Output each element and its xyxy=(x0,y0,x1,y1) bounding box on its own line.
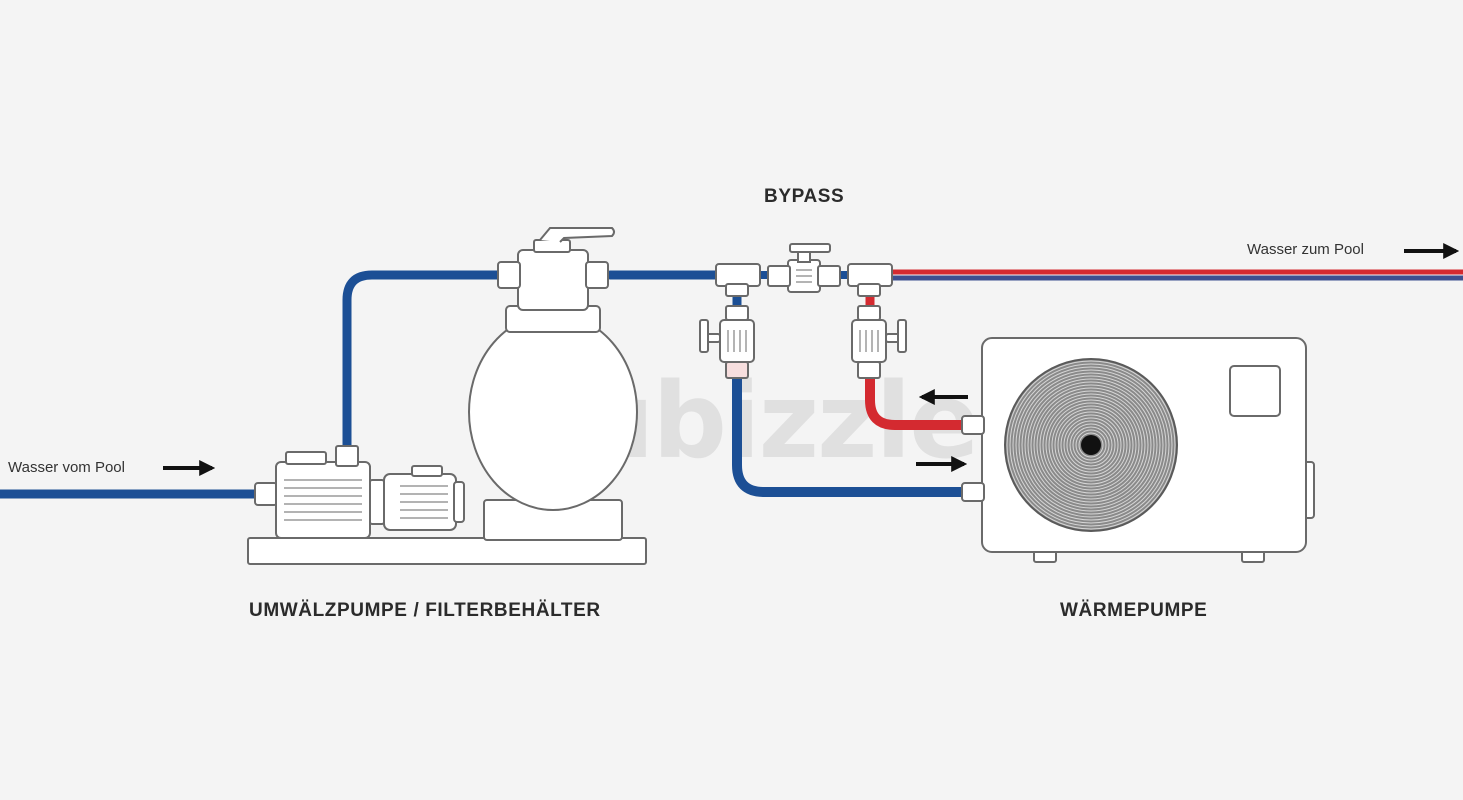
bypass-label: BYPASS xyxy=(764,186,845,207)
hot-return-pipe xyxy=(865,370,973,430)
fan-ring xyxy=(1045,399,1137,491)
fan-ring xyxy=(1039,393,1143,497)
bypass-valve-handle xyxy=(789,243,831,253)
pump-motor-box xyxy=(411,465,443,477)
pump-base-plate xyxy=(247,537,647,565)
bypass-valve-left-nut xyxy=(767,265,791,287)
fan-ring xyxy=(1006,360,1176,530)
pump-housing-ribs xyxy=(284,479,362,521)
filter-right-port xyxy=(585,261,609,289)
fan-ring xyxy=(1060,414,1122,476)
left-valve-top xyxy=(725,305,749,321)
fan-ring xyxy=(1048,402,1134,488)
fan-ring xyxy=(1042,396,1140,494)
left-valve-body xyxy=(719,319,755,363)
filter-body xyxy=(468,313,638,511)
filter-tank xyxy=(468,227,638,541)
fan-ring xyxy=(1018,372,1164,518)
left-valve-bottom xyxy=(725,361,749,379)
fan-ring xyxy=(1078,432,1104,458)
right-valve-body xyxy=(851,319,887,363)
right-valve-top xyxy=(857,305,881,321)
pump-motor-ribs xyxy=(400,485,448,519)
fan-ring xyxy=(1066,420,1116,470)
pump-filter-label: UMWÄLZPUMPE / FILTERBEHÄLTER xyxy=(249,600,601,621)
fan-ring xyxy=(1036,390,1146,500)
bypass-tee-right-stem xyxy=(857,283,881,297)
filter-valve-body xyxy=(517,249,589,311)
pump-motor-endcap xyxy=(453,481,465,523)
pump-inlet-connector xyxy=(254,482,278,506)
fan-ring xyxy=(1009,363,1173,527)
fan-hub xyxy=(1081,435,1101,455)
flow-arrows xyxy=(163,243,1460,476)
left-valve-handle-grip xyxy=(699,319,709,353)
filter-valve-neck xyxy=(533,239,571,253)
fan-ring xyxy=(1027,381,1155,509)
pump-housing xyxy=(275,461,371,539)
fan-ring xyxy=(1063,417,1119,473)
filter-valve-handle xyxy=(539,227,615,243)
pump-motor-coupling xyxy=(369,479,385,525)
bypass-tee-right xyxy=(847,263,893,287)
bypass-tee-left-stem xyxy=(725,283,749,297)
pump-to-filter-pipe xyxy=(342,270,505,455)
fan-ring xyxy=(1069,423,1113,467)
right-valve-bottom xyxy=(857,361,881,379)
circulation-pump xyxy=(247,445,647,565)
pump-lid xyxy=(285,451,327,465)
heat-pump-label: WÄRMEPUMPE xyxy=(1060,600,1208,621)
right-valve-handle-grip xyxy=(897,319,907,353)
fan-ring xyxy=(1057,411,1125,479)
pump-outlet-connector xyxy=(335,445,359,467)
water-to-pool-label: Wasser zum Pool xyxy=(1247,241,1364,258)
fan-ring xyxy=(1033,387,1149,503)
heat-pump-fan xyxy=(1004,358,1178,532)
bypass-valve-right-nut xyxy=(817,265,841,287)
fan-ring xyxy=(1024,378,1158,512)
water-from-pool-label: Wasser vom Pool xyxy=(8,459,125,476)
fan-ring xyxy=(1051,405,1131,485)
fan-ring xyxy=(1015,369,1167,521)
filter-left-port xyxy=(497,261,521,289)
fan-ring xyxy=(1012,366,1170,524)
fan-ring xyxy=(1054,408,1128,482)
fan-ring xyxy=(1072,426,1110,464)
fan-ring xyxy=(1021,375,1161,515)
fan-ring xyxy=(1075,429,1107,461)
heat-pump-inlet-port xyxy=(961,482,985,502)
cold-feed-pipe xyxy=(732,370,973,497)
heat-pump-outlet-port xyxy=(961,415,985,435)
heat-pump-control-panel xyxy=(1229,365,1281,417)
fan-ring xyxy=(1030,384,1152,506)
bypass-tee-left xyxy=(715,263,761,287)
bypass-assembly xyxy=(699,243,907,379)
